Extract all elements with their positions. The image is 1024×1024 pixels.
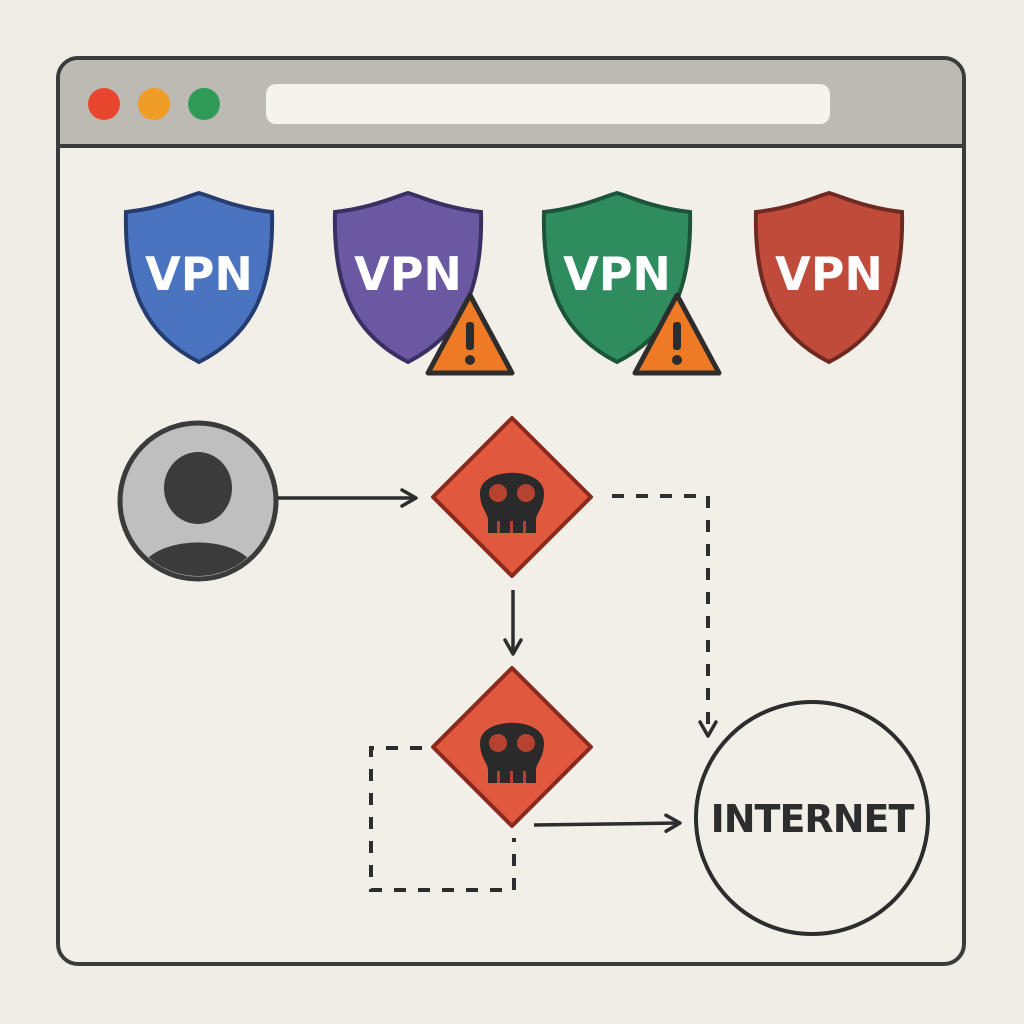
vpn-label: VPN: [775, 247, 883, 301]
vpn-label: VPN: [354, 247, 462, 301]
warning-icon: [632, 292, 722, 376]
malicious-server-1[interactable]: [431, 416, 593, 578]
dashed-loop: [369, 746, 516, 892]
warning-icon: [425, 292, 515, 376]
internet-label: INTERNET: [711, 797, 915, 841]
vpn-shield-blue: VPN: [123, 190, 275, 365]
malicious-server-2[interactable]: [431, 666, 593, 828]
maximize-button[interactable]: [188, 88, 220, 120]
close-button[interactable]: [88, 88, 120, 120]
title-bar: [60, 60, 962, 148]
vpn-shield-red: VPN: [753, 190, 905, 365]
user-node[interactable]: [117, 420, 279, 590]
skull-icon: [480, 472, 544, 533]
internet-node[interactable]: INTERNET: [694, 700, 930, 936]
vpn-label: VPN: [145, 247, 253, 301]
vpn-shield-purple: VPN: [332, 190, 484, 365]
address-bar[interactable]: [266, 84, 830, 124]
edge-server-2-to-internet: [533, 813, 682, 833]
skull-icon: [480, 722, 544, 783]
edge-server-1-to-internet-dashed: [612, 494, 718, 738]
vpn-label: VPN: [563, 247, 671, 301]
minimize-button[interactable]: [138, 88, 170, 120]
vpn-shield-green: VPN: [541, 190, 693, 365]
